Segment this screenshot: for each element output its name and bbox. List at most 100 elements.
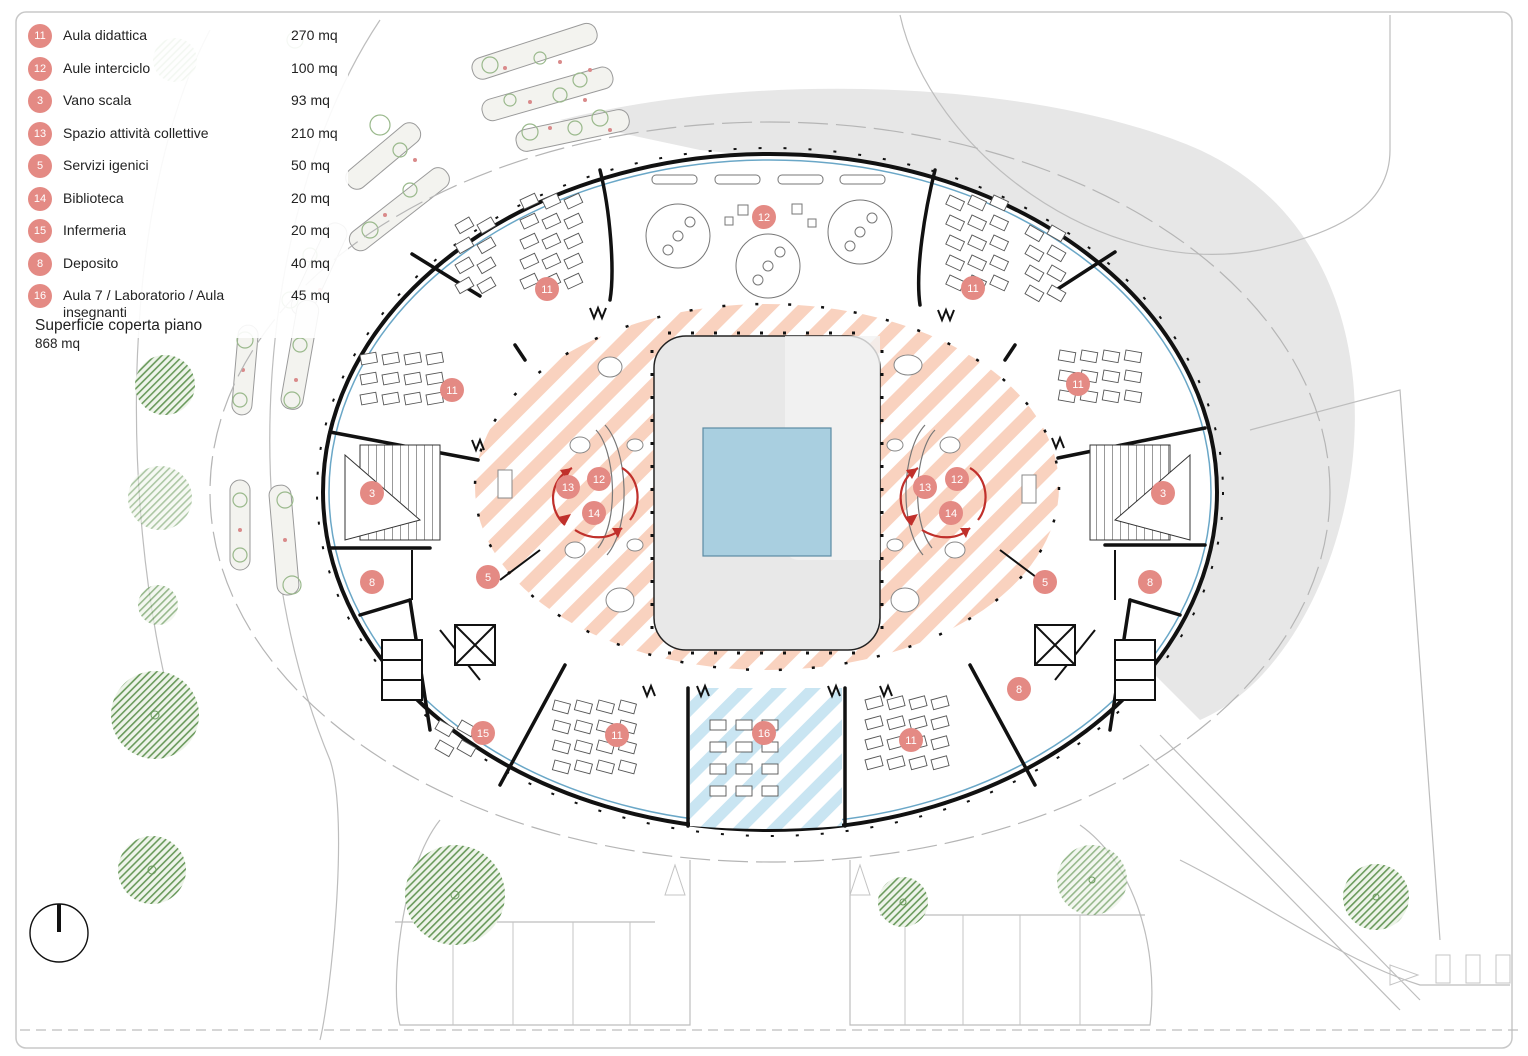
room-badge: 13 <box>556 475 580 499</box>
room-badge: 12 <box>752 205 776 229</box>
desk <box>1024 224 1045 243</box>
room-badge-number: 13 <box>562 482 574 494</box>
desk <box>989 274 1010 292</box>
legend-badge: 14 <box>28 186 52 211</box>
desk <box>551 739 572 755</box>
legend-label: Aula 7 / Laboratorio / Aula insegnanti <box>63 287 225 320</box>
room-badge: 5 <box>476 565 500 589</box>
room-badge: 11 <box>440 378 464 402</box>
desk <box>989 254 1010 272</box>
desk <box>359 371 379 386</box>
desk <box>945 194 966 212</box>
room-badge-number: 12 <box>951 474 963 486</box>
desk <box>886 755 906 771</box>
desk <box>967 254 988 272</box>
desk <box>519 252 540 270</box>
desk <box>359 391 379 406</box>
desk <box>541 192 562 210</box>
legend-area: 100 mq <box>291 59 338 76</box>
desk <box>381 351 401 366</box>
door-symbols <box>471 305 1065 699</box>
legend-label: Aule interciclo <box>63 59 151 76</box>
desk <box>1123 349 1143 364</box>
legend-badge: 11 <box>28 24 52 48</box>
room-badge: 8 <box>1007 677 1031 701</box>
desk <box>573 719 594 735</box>
outer-ring-path <box>209 121 1331 863</box>
desk <box>967 234 988 252</box>
desk <box>886 695 906 711</box>
desk <box>563 192 584 210</box>
desk <box>908 755 928 771</box>
room-badge: 13 <box>913 475 937 499</box>
desk <box>1024 284 1045 303</box>
desk <box>1046 244 1067 263</box>
legend-badge: 3 <box>28 89 52 113</box>
room-badge: 11 <box>961 276 985 300</box>
room-badge-number: 5 <box>1042 577 1048 589</box>
desk <box>425 351 445 366</box>
desk <box>454 216 475 235</box>
room-badge: 12 <box>587 467 611 491</box>
desk <box>454 256 475 275</box>
collective-space-columns <box>473 302 1061 672</box>
room-badge: 8 <box>1138 570 1162 594</box>
room-badge-number: 15 <box>477 728 489 740</box>
room-badge-number: 11 <box>905 735 916 747</box>
room-badge: 11 <box>605 723 629 747</box>
desk <box>886 715 906 731</box>
desk <box>519 232 540 250</box>
room-badge-number: 11 <box>446 385 457 397</box>
lab-hatch <box>690 688 842 829</box>
room-badge: 15 <box>471 721 495 745</box>
legend-badge: 15 <box>28 219 52 243</box>
legend-area: 20 mq <box>291 222 330 238</box>
desk <box>551 699 572 715</box>
room-badge: 11 <box>899 728 923 752</box>
desk <box>709 763 727 775</box>
legend-label: Biblioteca <box>63 189 124 206</box>
desk <box>709 719 727 731</box>
legend-item: 16 Aula 7 / Laboratorio / Aula insegnanti… <box>28 282 348 338</box>
desk <box>454 236 475 255</box>
desk <box>551 719 572 735</box>
north-arrow-icon <box>29 903 89 963</box>
desk <box>563 212 584 230</box>
desk <box>595 759 616 775</box>
room-badge: 3 <box>360 481 384 505</box>
room-badge-number: 8 <box>1016 684 1022 696</box>
desk <box>930 755 950 771</box>
parking-stalls <box>452 863 1511 1025</box>
room-badge: 8 <box>360 570 384 594</box>
room-badge: 14 <box>582 501 606 525</box>
desk <box>617 759 638 775</box>
room-badge: 12 <box>945 467 969 491</box>
desk <box>945 254 966 272</box>
room-badge: 3 <box>1151 481 1175 505</box>
legend-label: Servizi igenici <box>63 157 149 173</box>
legend-area: 270 mq <box>291 27 338 43</box>
building-shadow <box>560 88 1355 720</box>
desk <box>403 351 423 366</box>
courtyard-mullions <box>650 331 884 655</box>
legend-badge: 16 <box>28 284 52 308</box>
desk <box>864 715 884 731</box>
room-badge-number: 11 <box>1072 379 1083 391</box>
desk <box>476 276 497 295</box>
legend-label: Infermeria <box>63 222 127 238</box>
desk <box>967 194 988 212</box>
desk <box>945 214 966 232</box>
desk <box>1046 224 1067 243</box>
legend-label: Deposito <box>63 254 119 271</box>
total-area-label: Superficie coperta piano <box>35 317 203 334</box>
desk <box>761 785 779 797</box>
legend-badge: 13 <box>28 121 52 146</box>
room-badge-number: 8 <box>1147 577 1153 589</box>
room-badge-number: 11 <box>541 284 552 296</box>
